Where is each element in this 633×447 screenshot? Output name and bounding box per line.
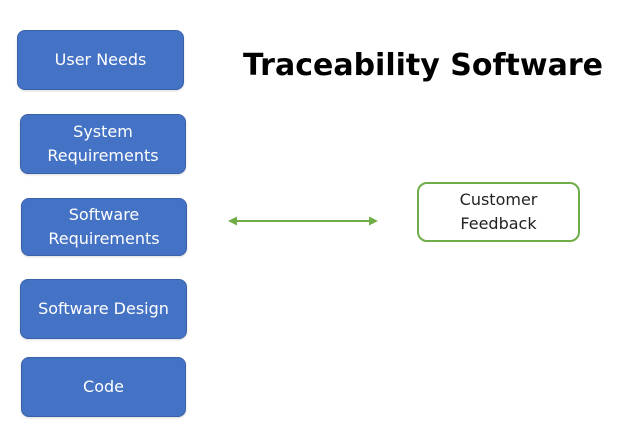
system-requirements-box: System Requirements (20, 114, 186, 174)
software-requirements-label: Software Requirements (48, 205, 160, 248)
code-label: Code (83, 377, 124, 396)
software-design-label: Software Design (38, 299, 169, 318)
double-arrow-icon (228, 216, 378, 226)
code-box: Code (21, 357, 186, 417)
arrow-head-right (369, 216, 378, 226)
arrow-head-left (228, 216, 237, 226)
software-requirements-box: Software Requirements (21, 198, 187, 256)
page-title: Traceability Software (243, 48, 603, 83)
customer-feedback-box: Customer Feedback (417, 182, 580, 242)
customer-feedback-label: Customer Feedback (459, 190, 538, 233)
user-needs-label: User Needs (54, 50, 147, 69)
user-needs-box: User Needs (17, 30, 184, 90)
software-design-box: Software Design (20, 279, 187, 339)
system-requirements-label: System Requirements (47, 122, 159, 165)
